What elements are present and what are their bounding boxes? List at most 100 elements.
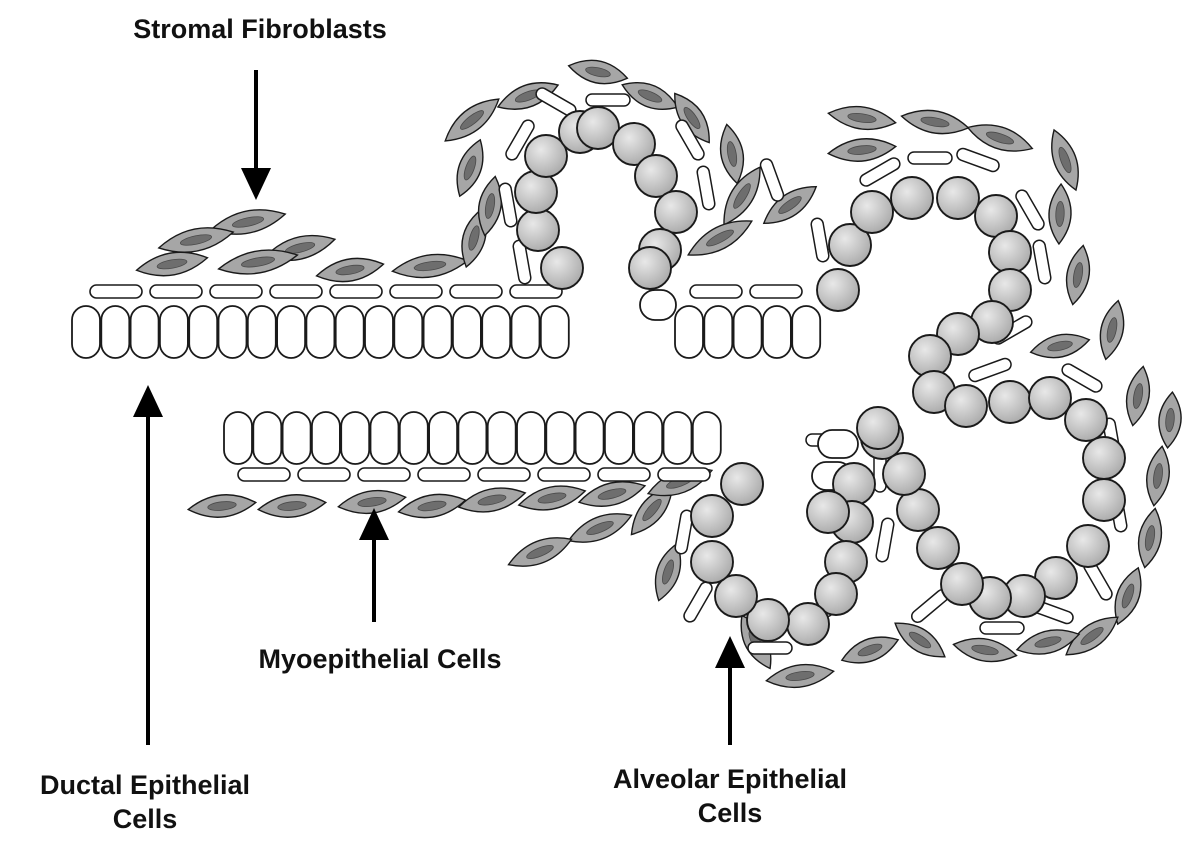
alveolar-label-line2: Cells (555, 796, 905, 830)
myoepithelial-cell (418, 468, 470, 481)
myoepithelial-cell (759, 157, 785, 202)
alveolar-label-line1: Alveolar Epithelial (555, 762, 905, 796)
ductal-epithelial-cell (371, 412, 399, 464)
alveolar-epithelial-cell (1029, 377, 1071, 419)
ductal-epithelial-cell (453, 306, 481, 358)
stromal-fibroblast (564, 505, 635, 551)
myoepithelial-cell (358, 468, 410, 481)
ductal-epithelial-cell (306, 306, 334, 358)
myoepithelial-cell (955, 147, 1000, 173)
alveolar-epithelial-cell (857, 407, 899, 449)
alveolar-epithelial-layer (515, 107, 1125, 645)
ductal-epithelial-cell (312, 412, 340, 464)
myoepithelial-cell (210, 285, 262, 298)
stromal-fibroblast (257, 492, 327, 521)
ductal-label-line1: Ductal Epithelial (0, 768, 290, 802)
stromal-fibroblast (900, 105, 971, 138)
myoepithelial-bar (810, 217, 829, 262)
myoepithelial-cell (390, 285, 442, 298)
myoepithelial-cell (538, 468, 590, 481)
stromal-fibroblast (952, 634, 1019, 667)
stromal-fibroblast (838, 629, 902, 670)
ductal-epithelial-cell (394, 306, 422, 358)
myoepithelial-cell (875, 517, 894, 562)
ductal-epithelial-cell (541, 306, 569, 358)
stromal-fibroblast (438, 90, 505, 149)
ductal-epithelial-cell (458, 412, 486, 464)
myoepithelial-cell (748, 642, 792, 654)
stromal-fibroblast (716, 123, 748, 186)
ductal-epithelial-cell (605, 412, 633, 464)
alveolar-epithelial-cell (691, 541, 733, 583)
stromal-fibroblast (1044, 126, 1087, 194)
myoepithelial-cell (298, 468, 350, 481)
alveolar-epithelial-cell (1083, 437, 1125, 479)
stromal-fibroblast (1122, 365, 1154, 428)
alveolar-epithelial-cell (945, 385, 987, 427)
alveolar-epithelial-cell (851, 191, 893, 233)
myoepithelial-bar (696, 165, 715, 210)
myoepithelial-cell (586, 94, 630, 106)
alveolar-arrow-head (715, 636, 745, 668)
myoepithelial-cell (690, 285, 742, 298)
alveolar-epithelial-cell (541, 247, 583, 289)
alveolar-epithelial-cell (691, 495, 733, 537)
stromal-fibroblast (1062, 244, 1094, 307)
myoepithelial-bar (1032, 239, 1051, 284)
stromal-fibroblast (1048, 184, 1072, 245)
myoepithelial-bar (967, 357, 1012, 383)
alveolar-epithelial-cell (721, 463, 763, 505)
ductal-epithelial-cell (277, 306, 305, 358)
myoepithelial-cell (750, 285, 802, 298)
ductal-epithelial-cell (248, 306, 276, 358)
ductal-arrow-head (133, 385, 163, 417)
myoepithelial-cell (658, 468, 710, 481)
ductal-epithelial-cell (576, 412, 604, 464)
myoepithelial-cell (810, 217, 829, 262)
ductal-epithelial-cell (365, 306, 393, 358)
ductal-epithelial-cell (189, 306, 217, 358)
myoepithelial-cell (598, 468, 650, 481)
stromal-fibroblast (827, 136, 897, 165)
alveolar-epithelial-cell (817, 269, 859, 311)
stromal-fibroblast (397, 489, 468, 522)
ductal-epithelial-cell (72, 306, 100, 358)
myoepithelial-cell (1032, 239, 1051, 284)
alveolar-epithelial-cell (807, 491, 849, 533)
stromal-fibroblast (566, 55, 629, 89)
myoepithelial-cell (1014, 188, 1046, 232)
myoepithelial-cell (908, 152, 952, 164)
stromal-fibroblast (516, 480, 587, 516)
myoepithelial-cell (238, 468, 290, 481)
alveolar-epithelial-cell (629, 247, 671, 289)
stromal-arrow-head (241, 168, 271, 200)
alveolar-epithelial-cell (941, 563, 983, 605)
myoepithelial-bar (875, 517, 894, 562)
myoepithelial-cell (980, 622, 1024, 634)
alveolar-epithelial-cell (517, 209, 559, 251)
ductal-epithelial-cell (224, 412, 252, 464)
myoepithelial-cells-label: Myoepithelial Cells (180, 642, 580, 676)
myoepithelial-cell (478, 468, 530, 481)
alveolar-epithelial-cell (1083, 479, 1125, 521)
ductal-epithelial-cell (160, 306, 188, 358)
stromal-fibroblast (827, 102, 897, 133)
alveolar-epithelial-cell (655, 191, 697, 233)
myoepithelial-bar (908, 152, 952, 164)
ductal-epithelial-cell (792, 306, 820, 358)
ductal-epithelial-cell (429, 412, 457, 464)
ductal-epithelial-cell (283, 412, 311, 464)
ductal-epithelial-cell (219, 306, 247, 358)
alveolar-epithelial-cell (787, 603, 829, 645)
stromal-fibroblast (456, 482, 527, 518)
stromal-fibroblast (1143, 445, 1173, 507)
ductal-epithelial-cell (734, 306, 762, 358)
myoepithelial-bar (759, 157, 785, 202)
alveolar-epithelial-cell (1067, 525, 1109, 567)
stromal-fibroblast (187, 492, 257, 521)
ductal-epithelial-layer (72, 290, 858, 490)
alveolar-epithelial-cell (937, 177, 979, 219)
alveolar-epithelial-cell (891, 177, 933, 219)
